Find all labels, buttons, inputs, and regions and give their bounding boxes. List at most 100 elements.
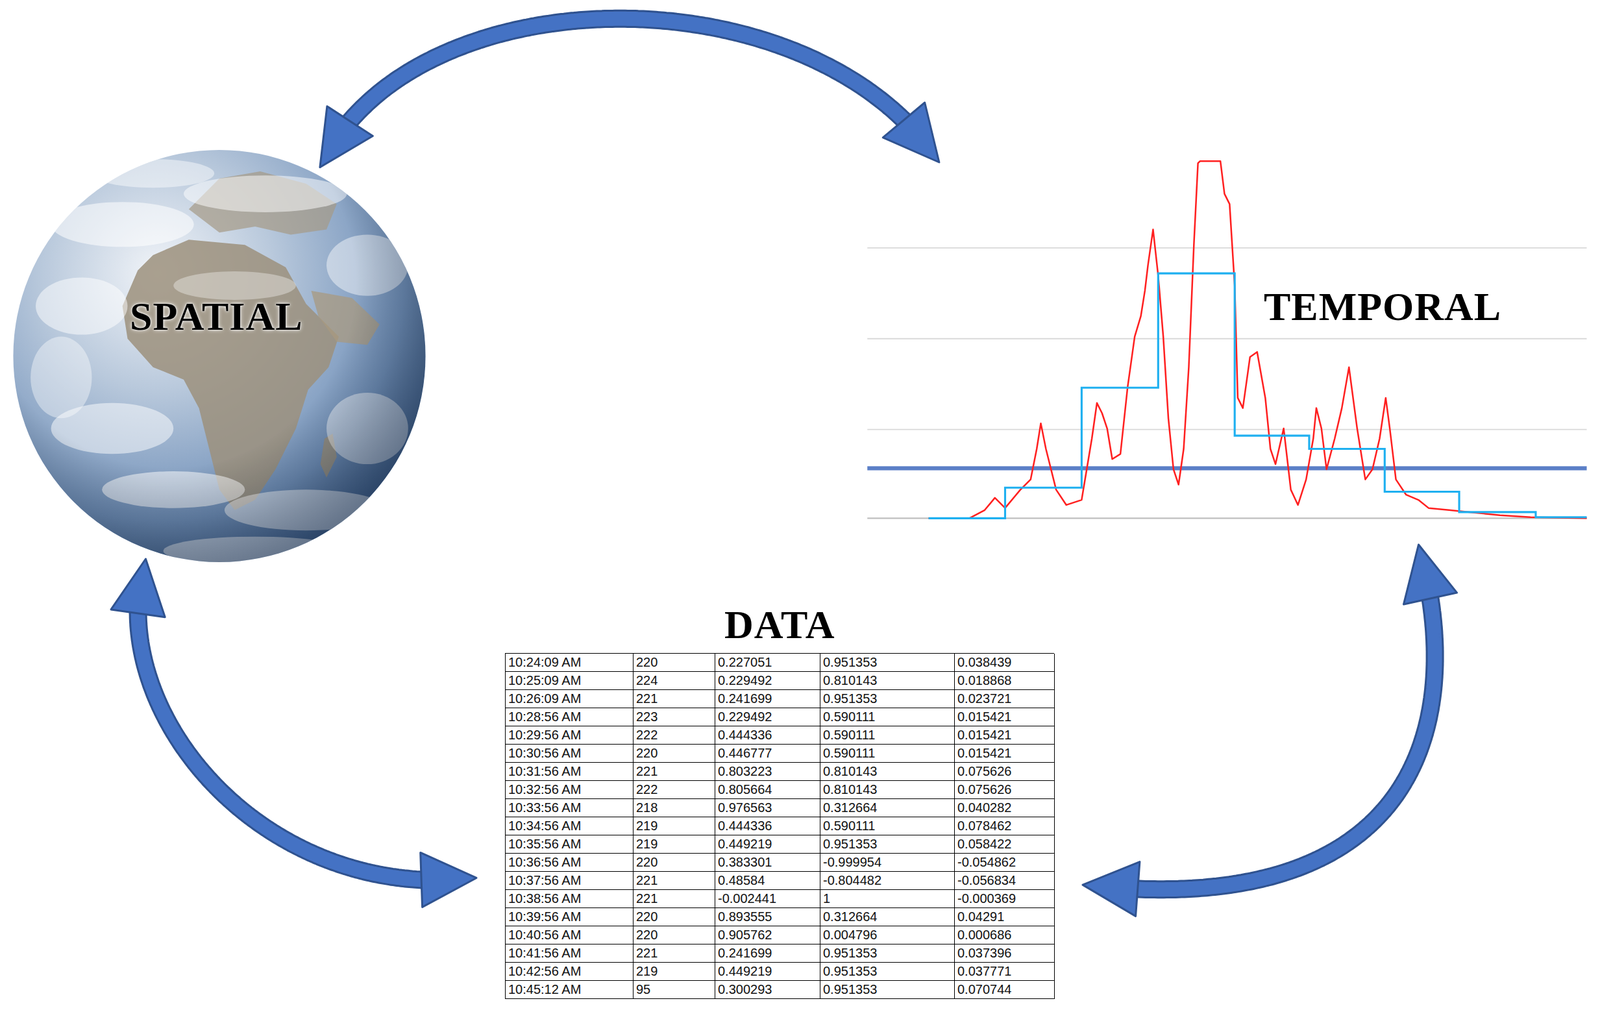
- table-cell: 0.444336: [715, 726, 821, 745]
- arrow-shaft: [1121, 582, 1436, 890]
- arrow-head: [1403, 544, 1457, 605]
- table-cell: 0.803223: [715, 762, 821, 781]
- table-cell: 10:32:56 AM: [505, 780, 634, 800]
- table-node: DATA10:24:09 AM2200.2270510.9513530.0384…: [504, 652, 1055, 999]
- table-cell: 0.312664: [820, 799, 955, 818]
- red-series: [928, 160, 1588, 518]
- threshold-line: [867, 466, 1587, 470]
- table-cell: 0.810143: [820, 780, 955, 800]
- table-cell: 10:45:12 AM: [505, 980, 634, 999]
- table-cell: 0.951353: [820, 835, 955, 854]
- table-cell: 0.241699: [715, 944, 821, 963]
- arrow-head: [420, 852, 477, 907]
- table-cell: 10:35:56 AM: [505, 835, 634, 854]
- table-cell: 0.590111: [820, 817, 955, 836]
- arrow-head: [1082, 861, 1140, 917]
- table-cell: 10:40:56 AM: [505, 926, 634, 945]
- table-cell: 0.229492: [715, 708, 821, 727]
- table-cell: 10:41:56 AM: [505, 944, 634, 963]
- table-cell: 221: [633, 889, 716, 909]
- table-cell: 0.805664: [715, 780, 821, 800]
- table-cell: 0.023721: [954, 689, 1055, 709]
- table-cell: 218: [633, 799, 716, 818]
- table-cell: 0.058422: [954, 835, 1055, 854]
- table-cell: 0.015421: [954, 708, 1055, 727]
- table-cell: 0.300293: [715, 980, 821, 999]
- table-cell: -0.999954: [820, 853, 955, 872]
- globe-node: SPATIAL: [12, 149, 426, 563]
- node-title: TEMPORAL: [1259, 284, 1506, 329]
- table-cell: 0.075626: [954, 780, 1055, 800]
- table-cell: -0.804482: [820, 871, 955, 890]
- arrow-head: [110, 558, 165, 618]
- table-cell: 0.018868: [954, 671, 1055, 690]
- table-cell: 0.038439: [954, 653, 1055, 672]
- table-cell: 0.015421: [954, 726, 1055, 745]
- arrow-shaft: [138, 597, 438, 881]
- table-cell: 10:39:56 AM: [505, 908, 634, 927]
- table-cell: 221: [633, 944, 716, 963]
- table-cell: 0.590111: [820, 726, 955, 745]
- arrow-shaft-outline: [1121, 582, 1436, 890]
- table-cell: 10:30:56 AM: [505, 744, 634, 763]
- table-cell: 221: [633, 871, 716, 890]
- table-cell: 0.241699: [715, 689, 821, 709]
- arrow-shaft-outline: [138, 597, 438, 881]
- table-cell: 0.951353: [820, 653, 955, 672]
- arrow-shaft: [340, 18, 916, 134]
- table-cell: 0.810143: [820, 762, 955, 781]
- table-cell: 10:37:56 AM: [505, 871, 634, 890]
- table-cell: 0.449219: [715, 962, 821, 981]
- table-cell: 10:33:56 AM: [505, 799, 634, 818]
- table-cell: 220: [633, 744, 716, 763]
- table-cell: 0.227051: [715, 653, 821, 672]
- table-cell: 0.383301: [715, 853, 821, 872]
- table-cell: 10:28:56 AM: [505, 708, 634, 727]
- node-title: DATA: [720, 602, 839, 647]
- table-cell: 10:36:56 AM: [505, 853, 634, 872]
- table-cell: 0.037396: [954, 944, 1055, 963]
- table-cell: 0.04291: [954, 908, 1055, 927]
- table-cell: 0.229492: [715, 671, 821, 690]
- chart-node: TEMPORAL: [867, 158, 1588, 523]
- table-cell: 10:34:56 AM: [505, 817, 634, 836]
- table-cell: 221: [633, 689, 716, 709]
- time-series-chart: [867, 160, 1587, 518]
- table-cell: 224: [633, 671, 716, 690]
- table-cell: 219: [633, 962, 716, 981]
- table-cell: 0.004796: [820, 926, 955, 945]
- table-cell: 221: [633, 762, 716, 781]
- arrow-shaft-outline: [340, 18, 916, 134]
- table-cell: 0.040282: [954, 799, 1055, 818]
- blue-step-series: [928, 273, 1588, 518]
- curved-arrow: [110, 558, 477, 907]
- table-cell: 220: [633, 653, 716, 672]
- table-cell: 0.48584: [715, 871, 821, 890]
- table-cell: 222: [633, 726, 716, 745]
- node-title: SPATIAL: [129, 294, 304, 339]
- table-cell: 220: [633, 926, 716, 945]
- table-cell: 0.590111: [820, 708, 955, 727]
- table-cell: 0.037771: [954, 962, 1055, 981]
- table-cell: 0.951353: [820, 689, 955, 709]
- table-cell: 0.905762: [715, 926, 821, 945]
- table-cell: -0.054862: [954, 853, 1055, 872]
- table-cell: -0.000369: [954, 889, 1055, 909]
- globe-ocean: [12, 149, 426, 563]
- table-cell: 10:26:09 AM: [505, 689, 634, 709]
- table-cell: 219: [633, 835, 716, 854]
- grid-lines: [867, 247, 1587, 430]
- table-cell: 10:24:09 AM: [505, 653, 634, 672]
- arrow-head: [320, 106, 373, 168]
- table-cell: 0.590111: [820, 744, 955, 763]
- table-cell: 0.449219: [715, 835, 821, 854]
- data-table: 10:24:09 AM2200.2270510.9513530.03843910…: [504, 652, 1055, 999]
- table-cell: 0.075626: [954, 762, 1055, 781]
- table-cell: 10:25:09 AM: [505, 671, 634, 690]
- table-cell: 0.951353: [820, 980, 955, 999]
- table-cell: 10:29:56 AM: [505, 726, 634, 745]
- table-cell: 1: [820, 889, 955, 909]
- table-cell: 0.951353: [820, 962, 955, 981]
- curved-arrow: [1082, 544, 1458, 916]
